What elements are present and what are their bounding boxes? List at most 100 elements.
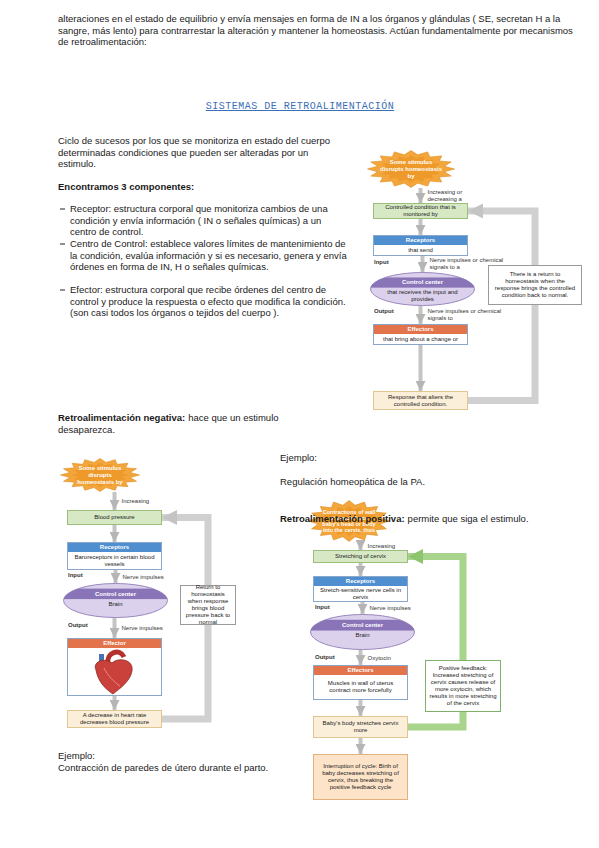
connector-label: Increasing or decreasing a [428,189,490,203]
node-heading: Receptors [68,543,161,552]
condition-box: Stretching of cervix [313,550,408,563]
node-text: A decrease in heart rate decreases blood… [71,712,158,726]
feedback-loop-arrow [408,557,463,661]
stimulus-starburst: Some stimulus disrupts homeostasis by [60,458,140,492]
component-box: Receptorsthat send [373,235,468,256]
ellipse-band [370,277,475,287]
node-text: Blood pressure [71,514,158,521]
component-box: Effectorsthat bring about a change or [373,324,468,345]
body-text: Regulación homeopática de la PA. [280,476,425,487]
starburst-outline [368,151,455,188]
connector-label: Nerve impulses [370,605,420,612]
flow-arrow [359,650,363,665]
page-title: SISTEMAS DE RETROALIMENTACIÓN [150,101,450,112]
flow-arrow [419,306,423,324]
node-heading: Effector [68,639,161,648]
node-text: Baby's body stretches cervix more [317,720,404,734]
ellipse-outline [311,615,415,650]
feedback-note-box: There is a return to homeostasis when th… [488,265,582,305]
response-box: Baby's body stretches cervix more [313,716,408,738]
ellipse-outline [64,584,168,618]
node-text: Positive feedback: Increased stretching … [429,665,497,707]
node-text: Stretch-sensitive nerve cells in cervix [314,586,407,602]
component-box: EffectorsMuscles in wall of uterus contr… [313,665,408,700]
text-block: Receptor: estructura corporal que monito… [70,203,350,238]
flow-arrow [359,700,363,716]
body-text: Output [315,654,335,660]
component-box: ReceptorsStretch-sensitive nerve cells i… [313,576,408,602]
text-block: Encontramos 3 componentes: [58,181,348,193]
bullet-dash [60,244,65,245]
text-block: Regulación homeopática de la PA. [280,476,530,488]
connector-label: Increasing [368,543,418,550]
feedback-loop-arrow [162,518,208,586]
node-heading: Control center [310,620,415,631]
connector-label: Nerve impulses or chemical signals to [428,308,502,322]
text-block: Input [68,572,98,579]
starburst-core [71,463,129,487]
body-text: Ejemplo: [58,750,95,761]
node-text: Some stimulus disrupts homeostasis by [380,159,442,180]
condition-box: Blood pressure [67,510,162,525]
bullet-dash [60,290,65,291]
node-text: that receives the input and provides [385,289,461,303]
node-heading: Receptors [374,236,467,245]
text-block: Input [315,604,345,611]
node-text: that bring about a change or [374,334,467,344]
body-text: Efector: estructura corporal que recibe … [70,284,346,318]
starburst-outline [309,501,390,542]
node-text: There is a return to homeostasis when th… [492,271,578,299]
text-block: alteraciones en el estado de equilibrio … [58,13,573,48]
node-text: Return to homeostasis when response brin… [184,584,232,626]
node-text: Muscles in wall of uterus contract more … [314,675,407,699]
body-text: permite que siga el estimulo. [408,513,529,524]
starburst-core [379,155,442,182]
text-block: Output [374,308,404,315]
node-text: Stretching of cervix [317,553,404,560]
body-text: Ciclo de sucesos por los que se monitori… [58,135,330,169]
body-text: Output [68,622,88,628]
feedback-loop-arrow [468,305,535,401]
component-box: Effector [67,638,162,696]
flow-arrow [421,256,425,272]
ellipse-outline [371,273,475,306]
text-block: Efector: estructura corporal que recibe … [70,284,350,319]
bullet-dash [60,209,65,210]
node-heading: Effectors [314,666,407,675]
control-center-ellipse: Control centerthat receives the input an… [370,272,475,306]
node-heading: Control center [63,589,168,600]
starburst-outline [61,459,140,492]
flow-arrow [113,696,117,710]
flow-arrow [359,738,363,754]
node-text: Brain [78,601,154,608]
stimulus-starburst: Some stimulus disrupts homeostasis by [367,150,455,188]
body-text: Receptor: estructura corporal que monito… [70,203,328,237]
flow-arrow [419,188,423,203]
control-center-ellipse: Control centerBrain [63,583,168,618]
text-block: Centro de Control: establece valores lím… [70,238,350,273]
body-text: alteraciones en el estado de equilibrio … [58,13,573,47]
flow-arrow [419,219,423,235]
connector-label: Increasing [122,498,172,505]
flow-arrow [359,563,363,576]
component-box: ReceptorsBaroreceptors in certain blood … [67,542,162,570]
node-text: Controlled condition that is monitored b… [377,204,464,218]
text-block: Retroalimentación negativa:hace que un e… [58,412,308,435]
feedback-loop-arrow [162,625,208,719]
text-block: Output [68,622,98,629]
node-text: Some stimulus disrupts homeostasis by [73,465,127,486]
node-text: Baroreceptors in certain blood vessels [68,552,161,569]
node-text: Brain [325,632,401,639]
body-text: Output [374,308,394,314]
node-heading: Receptors [314,577,407,586]
body-text: Contracción de paredes de útero durante … [58,762,268,773]
response-box: A decrease in heart rate decreases blood… [67,710,162,728]
node-text: Response that alters the controlled cond… [377,394,464,408]
interruption-box: Interruption of cycle: Birth of baby dec… [313,754,408,800]
control-center-ellipse: Control centerBrain [310,614,415,650]
starburst-core [319,506,378,536]
body-text: Centro de Control: establece valores lím… [70,238,347,272]
feedback-note-box: Return to homeostasis when response brin… [180,585,236,625]
ellipse-band [310,620,415,631]
